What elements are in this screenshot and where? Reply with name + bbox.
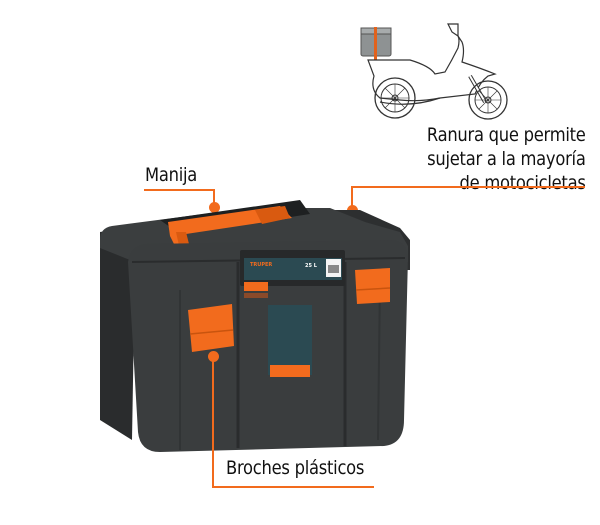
scooter-with-toolbox-icon	[360, 23, 508, 120]
slot-callout-line-1: Ranura que permite	[427, 124, 586, 146]
motorcycle-illustration	[340, 10, 540, 120]
slot-callout-leader-h	[351, 186, 585, 188]
latches-callout-leader-v	[212, 356, 214, 488]
capacity-label: 25 L	[305, 263, 317, 269]
slot-callout-line-3: de motocicletas	[459, 172, 586, 194]
slot-callout-text: Ranura que permite sujetar a la mayoría …	[427, 123, 586, 195]
slot-callout-line-2: sujetar a la mayoría	[427, 148, 587, 170]
latches-callout-text: Broches plásticos	[226, 457, 365, 479]
handle-callout-dot	[209, 202, 220, 213]
slot-callout-leader-v	[351, 186, 353, 210]
handle-callout-leader-h	[144, 189, 215, 191]
handle-callout-leader-v	[213, 189, 215, 205]
brand-logo: TRUPER	[250, 262, 273, 268]
latches-callout-leader-h	[212, 486, 374, 488]
handle-callout-text: Manija	[145, 164, 198, 186]
